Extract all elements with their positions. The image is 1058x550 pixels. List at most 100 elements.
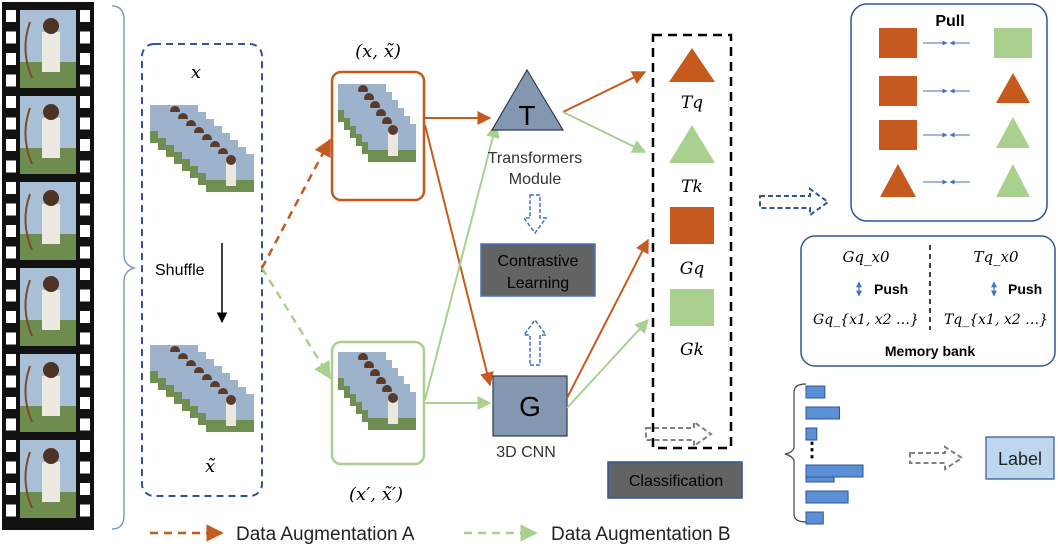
x-label: x bbox=[191, 62, 201, 83]
film-hole bbox=[80, 53, 90, 65]
film-hole bbox=[80, 10, 90, 22]
score-bar bbox=[805, 490, 849, 504]
pull-row2-left-square bbox=[879, 76, 917, 106]
memory-left-push: Push bbox=[874, 281, 908, 297]
transformer-caption-line1: Transformers bbox=[488, 150, 583, 167]
pair-a-box bbox=[330, 70, 426, 202]
film-hole bbox=[6, 53, 16, 65]
cnn-caption: 3D CNN bbox=[496, 444, 556, 461]
film-hole bbox=[6, 461, 16, 474]
score-ellipsis: ⋮ bbox=[802, 439, 822, 461]
film-frame bbox=[20, 182, 76, 260]
pull-row1-right-square bbox=[994, 28, 1032, 58]
memory-left-bottom: Gq_{x1, x2 …} bbox=[813, 312, 919, 328]
shuffle-label: Shuffle bbox=[155, 262, 205, 279]
film-hole bbox=[6, 74, 16, 87]
pair-a-to-cnn bbox=[424, 124, 494, 387]
film-hole bbox=[80, 139, 90, 151]
scores-to-label-arrow bbox=[909, 445, 964, 471]
film-hole bbox=[6, 289, 16, 302]
film-hole bbox=[6, 418, 16, 431]
film-hole bbox=[80, 289, 90, 302]
score-bars bbox=[805, 385, 864, 525]
film-hole bbox=[80, 246, 90, 259]
tk-label: Tk bbox=[681, 177, 703, 197]
film-hole bbox=[80, 461, 90, 474]
x-tilde-label: x̃ bbox=[205, 456, 216, 477]
cnn-to-contrastive-arrow bbox=[522, 318, 548, 366]
transformer-to-contrastive-arrow bbox=[522, 194, 548, 235]
film-hole bbox=[80, 354, 90, 366]
legend-a-label: Data Augmentation A bbox=[236, 524, 415, 545]
film-hole bbox=[80, 397, 90, 409]
aug-b-arrow bbox=[260, 267, 332, 380]
tq-label: Tq bbox=[681, 93, 703, 113]
memory-bank: Gq_x0 Push Gq_{x1, x2 …} Tq_x0 Push Tq_{… bbox=[800, 235, 1056, 367]
memory-bank-title: Memory bank bbox=[885, 343, 975, 359]
legend-b-label: Data Augmentation B bbox=[551, 524, 731, 545]
gq-label: Gq bbox=[680, 259, 705, 279]
film-hole bbox=[80, 74, 90, 87]
gk-label: Gk bbox=[680, 340, 704, 360]
film-hole bbox=[80, 332, 90, 345]
cnn-to-gq bbox=[566, 238, 649, 399]
pull-row1-left-square bbox=[879, 28, 917, 58]
film-hole bbox=[6, 139, 16, 151]
film-hole bbox=[6, 440, 16, 452]
film-frame bbox=[20, 10, 76, 88]
pair-a-label: (x, x̃) bbox=[355, 41, 401, 62]
memory-right-top: Tq_x0 bbox=[973, 248, 1019, 266]
classification-label: Classification bbox=[629, 473, 723, 490]
film-hole bbox=[6, 96, 16, 108]
classification-arrow bbox=[645, 420, 713, 448]
contrastive-line2: Learning bbox=[507, 275, 569, 292]
score-bar bbox=[805, 427, 818, 441]
film-hole bbox=[6, 504, 16, 517]
transformer-to-tk bbox=[562, 111, 647, 153]
pull-row3-right-triangle bbox=[996, 117, 1030, 148]
film-hole bbox=[80, 375, 90, 388]
pull-row4-left-triangle bbox=[880, 164, 916, 197]
film-brace bbox=[111, 5, 137, 530]
transformer-to-tq bbox=[562, 71, 647, 113]
film-frame bbox=[20, 440, 76, 518]
film-hole bbox=[6, 375, 16, 388]
transformer-caption-line2: Module bbox=[509, 171, 562, 188]
pair-b-to-transformer bbox=[424, 123, 500, 401]
memory-right-push: Push bbox=[1008, 281, 1042, 297]
pull-row2-right-triangle bbox=[996, 73, 1030, 103]
film-hole bbox=[6, 483, 16, 495]
film-hole bbox=[80, 483, 90, 495]
film-hole bbox=[80, 311, 90, 323]
film-frame bbox=[20, 268, 76, 346]
features-to-pull-arrow bbox=[759, 187, 830, 217]
film-hole bbox=[80, 504, 90, 517]
film-hole bbox=[6, 117, 16, 130]
gk-square bbox=[670, 289, 714, 326]
contrastive-box bbox=[480, 243, 596, 297]
shuffled-clip-stack bbox=[150, 345, 254, 432]
memory-left-top: Gq_x0 bbox=[842, 248, 890, 266]
film-hole bbox=[6, 225, 16, 237]
label-box bbox=[985, 436, 1055, 480]
film-hole bbox=[6, 332, 16, 345]
pull-row3-left-square bbox=[879, 120, 917, 150]
film-hole bbox=[80, 225, 90, 237]
film-hole bbox=[6, 203, 16, 216]
contrastive-line1: Contrastive bbox=[498, 253, 579, 270]
score-bar bbox=[805, 385, 826, 399]
film-hole bbox=[80, 182, 90, 194]
pair-b-box bbox=[330, 340, 426, 466]
cnn-box bbox=[492, 375, 568, 437]
score-brace bbox=[784, 383, 807, 523]
score-bar bbox=[805, 464, 864, 478]
gq-square bbox=[670, 207, 714, 244]
film-hole bbox=[80, 203, 90, 216]
cnn-letter: G bbox=[519, 391, 541, 422]
film-hole bbox=[80, 418, 90, 431]
film-hole bbox=[6, 311, 16, 323]
cnn-to-gk bbox=[566, 318, 649, 409]
pull-panel: Pull bbox=[850, 3, 1048, 222]
film-frame bbox=[20, 96, 76, 174]
